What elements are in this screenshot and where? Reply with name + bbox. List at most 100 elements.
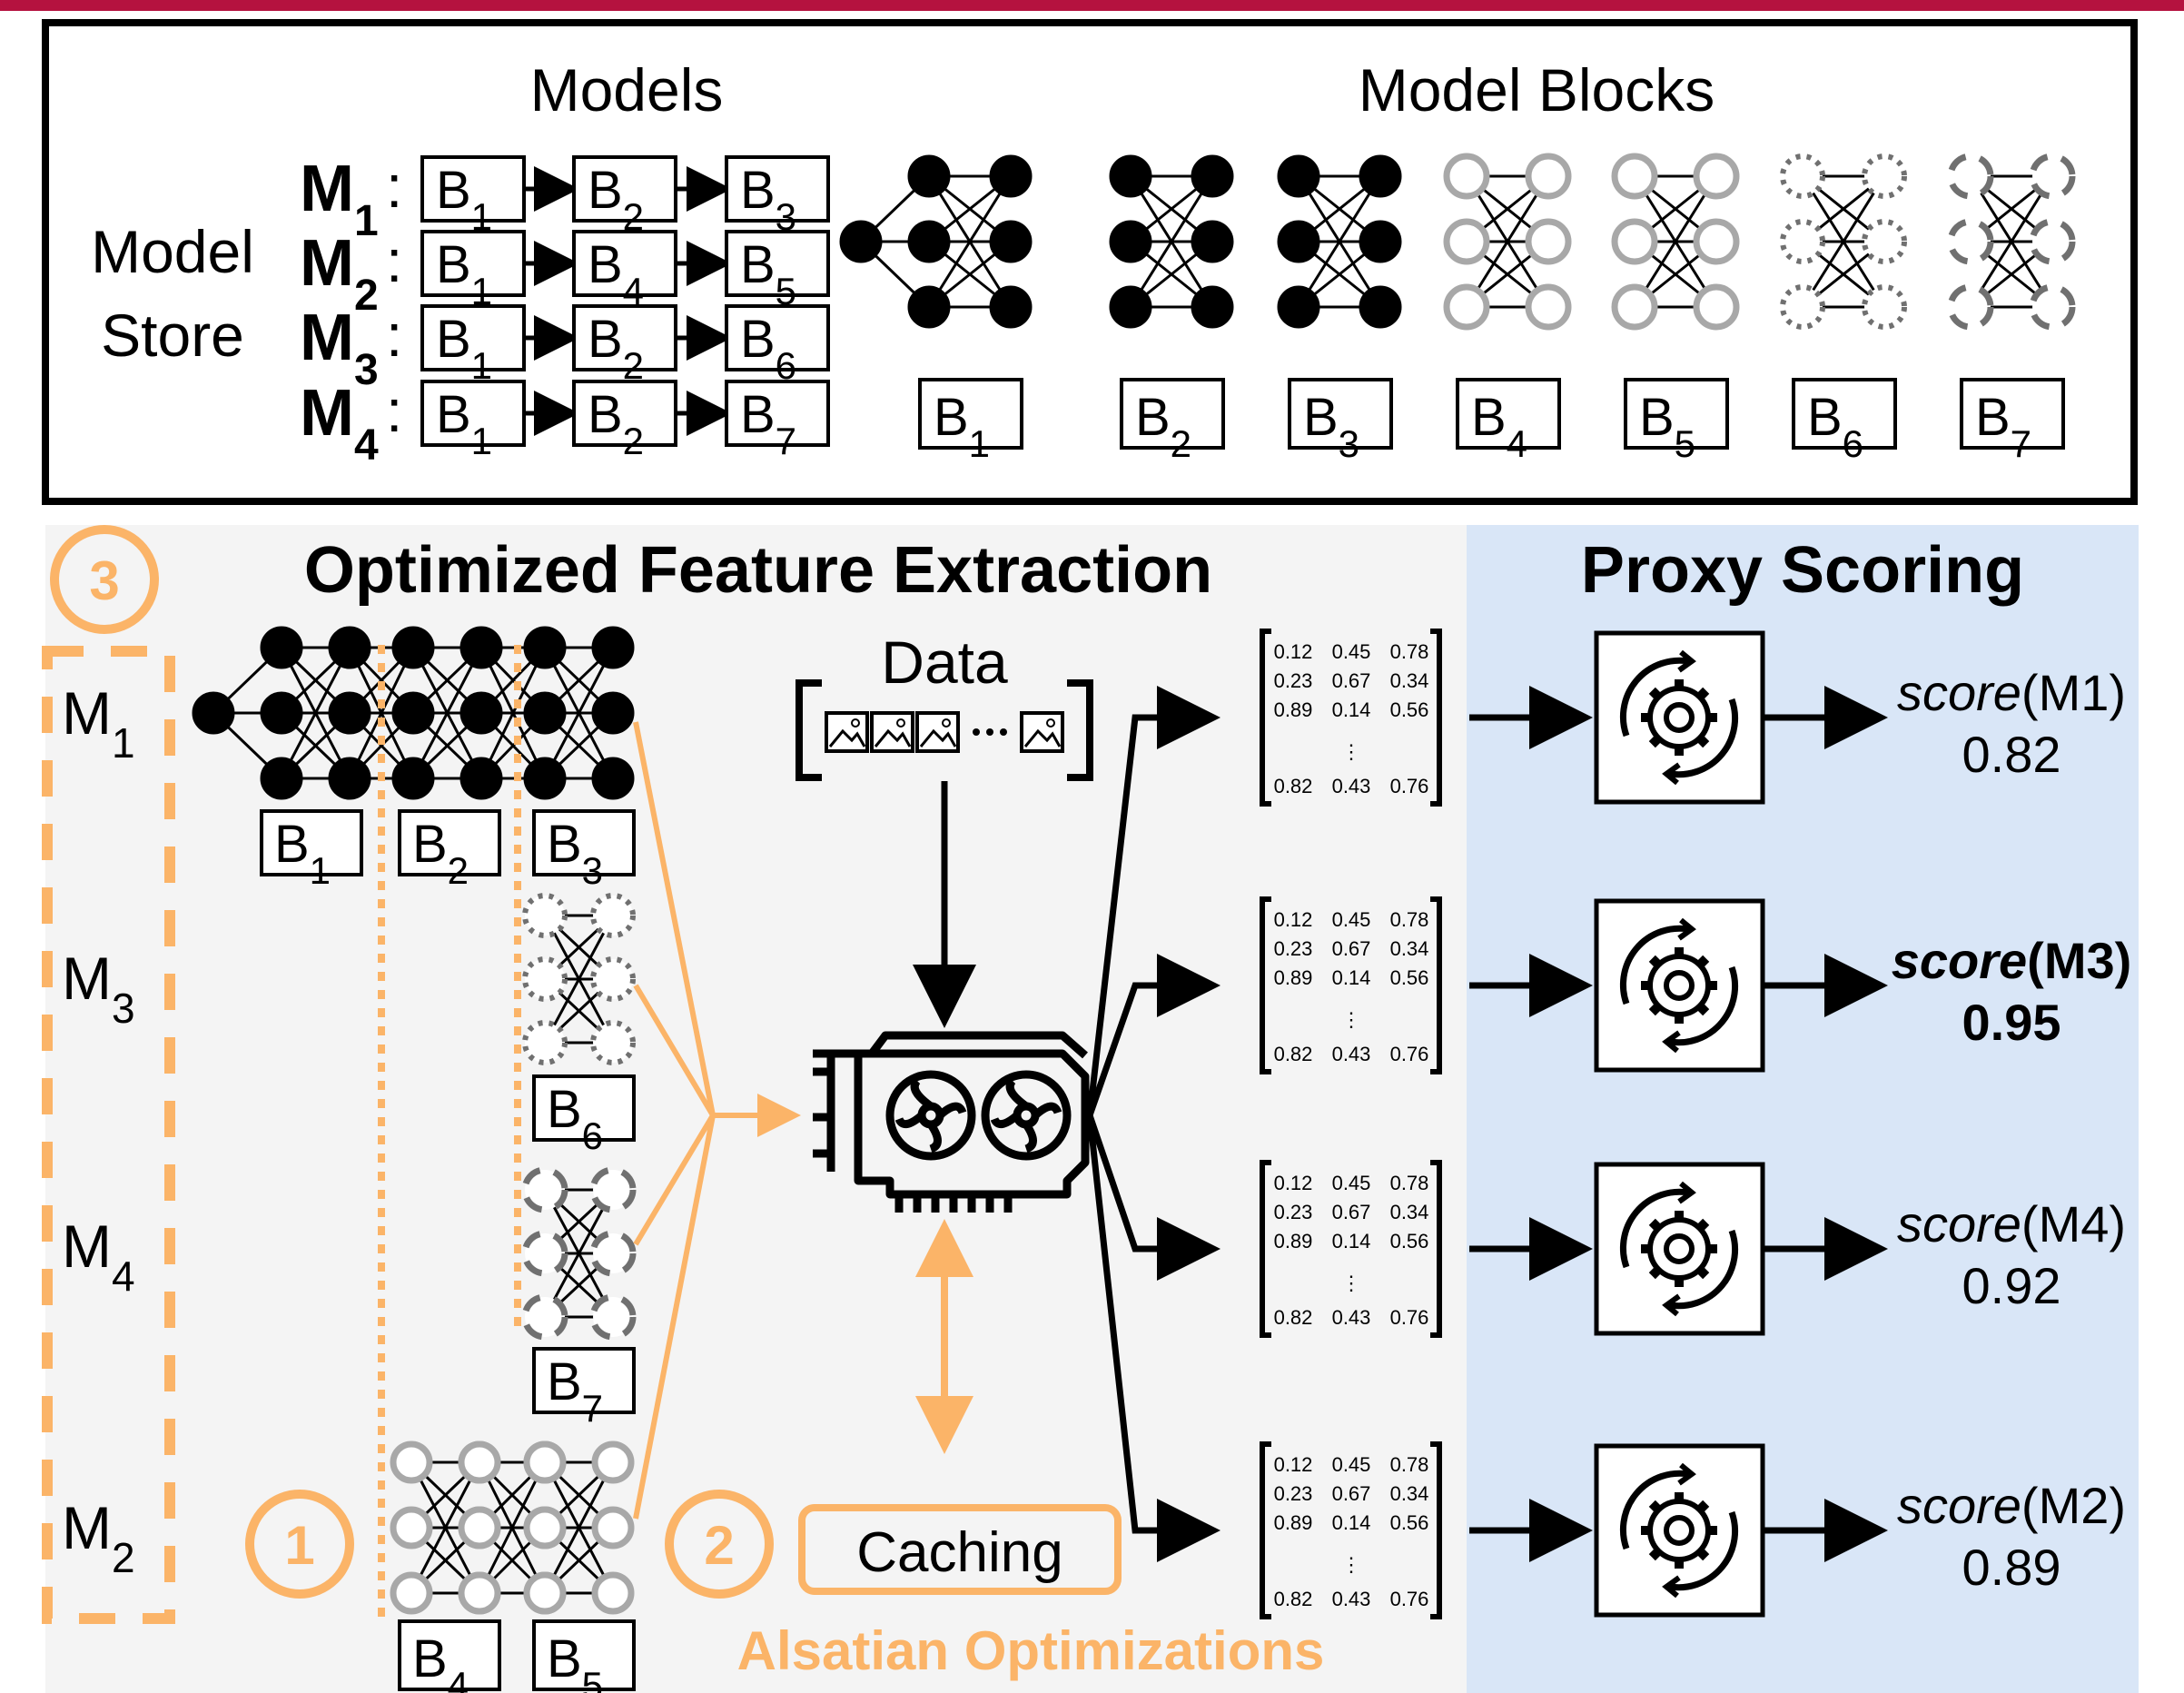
neuron-node — [1191, 220, 1234, 263]
score-value: 0.89 — [1962, 1539, 2061, 1596]
matrix-cell: 0.82 — [1274, 775, 1313, 797]
data-input: Data — [796, 629, 1093, 1028]
matrix-cell: 0.43 — [1332, 775, 1371, 797]
matrix-cell: 0.23 — [1274, 1201, 1313, 1223]
neuron-node — [590, 956, 636, 1002]
matrix-cell: 0.56 — [1390, 966, 1429, 989]
matrix-cell: 0.45 — [1332, 908, 1371, 931]
neuron-node — [523, 1571, 567, 1615]
data-label: Data — [881, 629, 1008, 696]
model-chain-block: B1 — [420, 230, 526, 312]
model-store-frame — [42, 19, 2138, 505]
block-label: B6 — [1807, 388, 1863, 465]
model-chain-block: B4 — [572, 230, 677, 312]
model-chain-block: B3 — [725, 155, 830, 238]
gear-refresh-icon — [1619, 1462, 1739, 1599]
block-label: B3 — [740, 161, 796, 238]
neuron-node — [522, 1020, 568, 1065]
neuron-node — [1525, 153, 1572, 200]
neuron-node — [260, 757, 303, 800]
neuron-node — [1359, 154, 1402, 198]
neuron-node — [1862, 153, 1907, 199]
neuron-node — [2029, 218, 2076, 265]
block-label: B5 — [740, 235, 796, 312]
neuron-node — [523, 1441, 567, 1484]
store-block-network — [1109, 154, 1234, 329]
b7-label: B7 — [532, 1347, 636, 1430]
matrix-cell: 0.23 — [1274, 1482, 1313, 1505]
matrix-cell: 0.23 — [1274, 937, 1313, 960]
neuron-node — [1443, 153, 1490, 200]
block-label: B7 — [740, 385, 796, 462]
score-value: 0.95 — [1962, 994, 2061, 1051]
block-label: B2 — [588, 385, 644, 462]
optimizations-label: Alsatian Optimizations — [737, 1620, 1325, 1681]
neuron-node — [1947, 218, 1994, 265]
matrix-cell: 0.89 — [1274, 1511, 1313, 1534]
score-value: 0.92 — [1962, 1257, 2061, 1314]
neuron-node — [2029, 153, 2076, 200]
neuron-node — [1191, 154, 1234, 198]
ellipsis-dot — [973, 728, 980, 736]
model-store-label-line1: Model — [91, 218, 254, 285]
matrix-cell: 0.67 — [1332, 937, 1371, 960]
block-label: B1 — [436, 161, 492, 238]
block-label: B1 — [274, 815, 331, 892]
block-label: B1 — [934, 388, 990, 465]
extraction-title: Optimized Feature Extraction — [304, 534, 1212, 607]
input-node — [839, 220, 883, 263]
neuron-node — [1862, 219, 1907, 264]
neuron-node — [1693, 153, 1740, 200]
top-accent-bar — [0, 0, 2184, 11]
neuron-node — [907, 220, 951, 263]
store-block-network — [1277, 154, 1402, 329]
model-colon: : — [386, 377, 402, 444]
block-label: B1 — [436, 310, 492, 387]
store-block-network — [839, 154, 1033, 329]
neuron-node — [1359, 285, 1402, 329]
image-thumbnails — [825, 711, 1064, 753]
store-block-network — [1780, 153, 1907, 330]
neuron-node — [591, 691, 635, 735]
store-block-label: B3 — [1288, 378, 1393, 465]
matrix-cell: 0.78 — [1390, 1172, 1429, 1194]
block-label: B4 — [412, 1629, 469, 1693]
model-name: M4 — [300, 377, 379, 470]
model-name: M1 — [300, 153, 379, 245]
block-label: B2 — [588, 161, 644, 238]
input-node — [192, 691, 235, 735]
neuron-node — [390, 1441, 433, 1484]
caching-box — [798, 1504, 1122, 1595]
neuron-node — [1780, 219, 1825, 264]
matrix-cell: 0.76 — [1390, 1043, 1429, 1065]
step-3-marker: 3 — [50, 525, 159, 634]
matrix-cell: 0.14 — [1332, 1230, 1371, 1252]
score-function-label: score(M2) — [1897, 1477, 2126, 1534]
block-label: B3 — [1303, 388, 1359, 465]
store-block-network — [1947, 153, 2076, 331]
matrix-cell: 0.82 — [1274, 1306, 1313, 1329]
matrix-cell: 0.89 — [1274, 1230, 1313, 1252]
b6-label: B6 — [532, 1074, 636, 1157]
block-label: B2 — [412, 815, 469, 892]
side-model-label: M3 — [62, 945, 135, 1032]
matrix-cell: 0.43 — [1332, 1043, 1371, 1065]
neuron-node — [1359, 220, 1402, 263]
block-label: B5 — [1639, 388, 1695, 465]
neuron-node — [591, 1506, 635, 1549]
score-value: 0.82 — [1962, 726, 2061, 783]
neuron-node — [1780, 284, 1825, 330]
matrix-ellipsis: ⋮ — [1341, 1272, 1361, 1294]
matrix-cell: 0.76 — [1390, 1588, 1429, 1610]
matrix-cell: 0.12 — [1274, 1172, 1313, 1194]
neuron-node — [589, 1166, 637, 1213]
score-function-label: score(M1) — [1897, 664, 2126, 721]
neuron-node — [590, 1020, 636, 1065]
